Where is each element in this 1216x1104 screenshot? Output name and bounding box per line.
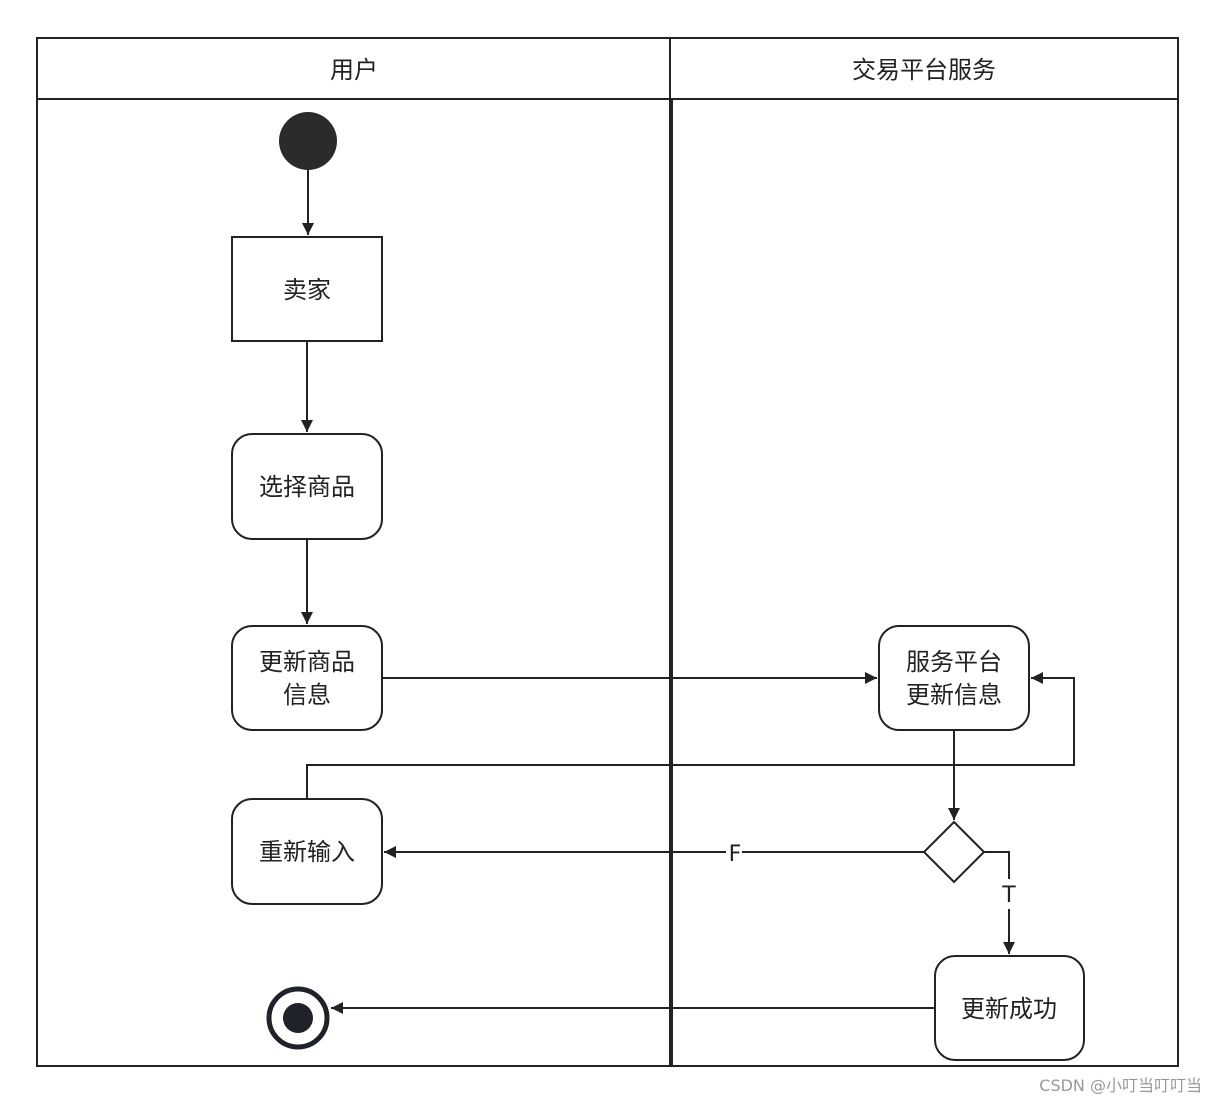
edge-label-true: T [1001,883,1016,908]
node-seller[interactable]: 卖家 [231,236,383,342]
node-platform-update-info-line1: 服务平台 [906,648,1002,676]
node-platform-update-info[interactable]: 服务平台 更新信息 [878,625,1030,731]
watermark: CSDN @小叮当叮叮当 [1039,1076,1202,1095]
swimlane-platform: 交易平台服务 [669,37,1179,1067]
final-node[interactable] [266,986,330,1050]
node-select-product[interactable]: 选择商品 [231,433,383,540]
node-select-product-label: 选择商品 [259,473,355,501]
lane-title-user: 用户 [330,56,378,84]
node-reenter[interactable]: 重新输入 [231,798,383,905]
edge-label-false: F [729,842,742,867]
node-update-success[interactable]: 更新成功 [934,955,1085,1061]
node-seller-label: 卖家 [283,276,331,304]
node-update-product-info-line2: 信息 [283,681,331,709]
decision-node[interactable] [922,820,986,884]
lane-title-platform: 交易平台服务 [852,56,996,84]
initial-node[interactable] [279,112,337,170]
node-update-product-info-line1: 更新商品 [259,648,355,676]
node-update-success-label: 更新成功 [961,995,1057,1023]
edge-decision-true-to-success [984,851,1015,954]
node-update-product-info[interactable]: 更新商品 信息 [231,625,383,731]
node-reenter-label: 重新输入 [259,838,355,866]
node-platform-update-info-line2: 更新信息 [906,681,1002,709]
edge-reenter-loop-to-platform [306,672,1075,799]
swimlane-user: 用户 [36,37,671,1067]
